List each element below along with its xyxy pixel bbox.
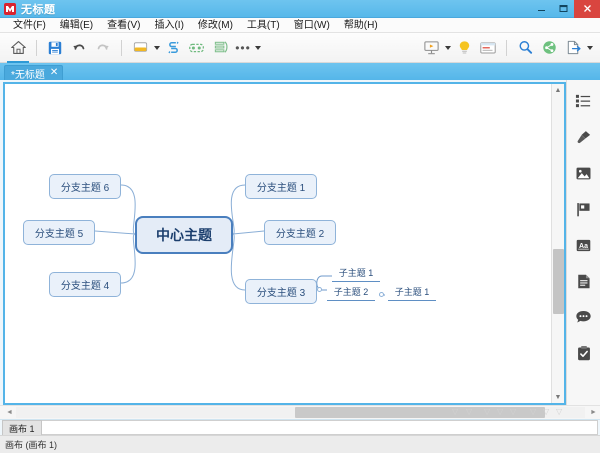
- title-bar: 无标题: [0, 0, 600, 18]
- minimize-button[interactable]: [530, 0, 552, 18]
- document-tab-strip: *无标题 ✕: [0, 63, 600, 81]
- workspace: 中心主题分支主题 1 分支主题 2 分支主题 3 分支主题 4 分支主题 5 分支主题 6…: [0, 80, 600, 405]
- menu-help[interactable]: 帮助(H): [343, 19, 378, 31]
- close-button[interactable]: [574, 0, 600, 18]
- window-controls: [530, 0, 600, 18]
- brush-icon: [575, 129, 592, 146]
- boundary-icon[interactable]: [185, 36, 209, 60]
- vertical-scroll-track[interactable]: [552, 96, 565, 391]
- scroll-glyph: ▽: [466, 407, 473, 416]
- task-checklist-icon: [576, 345, 592, 362]
- panel-format-brush[interactable]: [573, 126, 595, 148]
- comment-icon: [575, 309, 592, 325]
- outline-list-icon: [575, 93, 592, 109]
- close-icon[interactable]: ✕: [49, 67, 59, 78]
- mindmap-branch-topic[interactable]: 分支主题 4: [49, 272, 121, 297]
- toolbar-separator: [121, 39, 122, 56]
- document-icon: [576, 273, 592, 290]
- panel-task[interactable]: [573, 342, 595, 364]
- window-title: 无标题: [21, 3, 56, 16]
- text-format-aa-icon: Aa: [575, 237, 592, 254]
- scroll-right-button[interactable]: ►: [590, 409, 597, 416]
- chevron-down-icon[interactable]: [443, 36, 452, 60]
- mindmap-branch-topic[interactable]: 分支主题 5: [23, 220, 95, 245]
- panel-marker[interactable]: [573, 198, 595, 220]
- scroll-up-button[interactable]: ▲: [554, 86, 562, 94]
- menu-insert[interactable]: 插入(I): [154, 19, 184, 31]
- home-icon[interactable]: [6, 36, 30, 63]
- presentation-icon[interactable]: [419, 36, 443, 60]
- toolbar-separator: [36, 39, 37, 56]
- menu-modify[interactable]: 修改(M): [197, 19, 233, 31]
- callout-icon[interactable]: [209, 36, 233, 60]
- document-tab-label: *无标题: [11, 69, 45, 81]
- mindmap-subtopic[interactable]: 子主题 2: [327, 284, 375, 301]
- mindmap-branch-topic[interactable]: 分支主题 6: [49, 174, 121, 199]
- redo-icon[interactable]: [91, 36, 115, 60]
- document-tab-untitled[interactable]: *无标题 ✕: [4, 65, 64, 81]
- scroll-left-button[interactable]: ◄: [6, 409, 13, 416]
- scroll-glyph: ▽: [497, 407, 504, 416]
- undo-icon[interactable]: [67, 36, 91, 60]
- menu-view[interactable]: 查看(V): [107, 19, 141, 31]
- mindmap-canvas[interactable]: 中心主题分支主题 1 分支主题 2 分支主题 3 分支主题 4 分支主题 5 分支主题 6…: [5, 84, 551, 403]
- menu-bar: 文件(F) 编辑(E) 查看(V) 插入(I) 修改(M) 工具(T) 窗口(W…: [0, 18, 600, 33]
- panel-image[interactable]: [573, 162, 595, 184]
- right-side-panel: Aa: [566, 80, 600, 405]
- topic-collapse-dot[interactable]: [379, 292, 384, 297]
- sheet-tab-canvas1[interactable]: 画布 1: [2, 420, 42, 435]
- topic-fill-icon[interactable]: [128, 36, 152, 60]
- mindmap-branch-topic[interactable]: 分支主题 2: [264, 220, 336, 245]
- toolbar: •••: [0, 33, 600, 63]
- scroll-glyph: ▽: [484, 407, 491, 416]
- mindmap-branch-topic[interactable]: 分支主题 3: [245, 279, 317, 304]
- share-icon[interactable]: [537, 36, 561, 60]
- panel-notes[interactable]: [573, 270, 595, 292]
- sheet-tab-bar: 画布 1: [0, 419, 600, 435]
- mindmap-branch-topic[interactable]: 分支主题 1: [245, 174, 317, 199]
- horizontal-scrollbar[interactable]: ◄ ▽ ▽ ▽ ▽ ▽ ▽ ▽ ▽ ►: [0, 405, 600, 419]
- scroll-glyph: ▽: [543, 407, 550, 416]
- scroll-glyph: ▽: [452, 407, 459, 416]
- chevron-down-icon[interactable]: [585, 36, 594, 60]
- panel-text-format[interactable]: Aa: [573, 234, 595, 256]
- chevron-down-icon[interactable]: [253, 36, 262, 60]
- scroll-glyph: ▽: [530, 407, 537, 416]
- mindmap-subtopic[interactable]: 子主题 1: [332, 265, 380, 282]
- brainstorm-bulb-icon[interactable]: [452, 36, 476, 60]
- flag-marker-icon: [575, 201, 592, 218]
- scroll-down-button[interactable]: ▼: [554, 393, 562, 401]
- app-logo-icon: [4, 2, 16, 15]
- scroll-glyph: ▽: [556, 407, 563, 416]
- svg-text:Aa: Aa: [579, 242, 588, 249]
- panel-comment[interactable]: [573, 306, 595, 328]
- toolbar-separator: [506, 39, 507, 56]
- scroll-glyph: ▽: [510, 407, 517, 416]
- mindmap-subtopic[interactable]: 子主题 1: [388, 284, 436, 301]
- panel-outline[interactable]: [573, 90, 595, 112]
- slide-icon[interactable]: [476, 36, 500, 60]
- horizontal-scroll-track[interactable]: ▽ ▽ ▽ ▽ ▽ ▽ ▽ ▽: [16, 407, 585, 418]
- canvas-vertical-scrollbar[interactable]: ▲ ▼: [551, 84, 564, 403]
- canvas-container: 中心主题分支主题 1 分支主题 2 分支主题 3 分支主题 4 分支主题 5 分支主题 6…: [3, 82, 566, 405]
- horizontal-scroll-thumb[interactable]: [294, 407, 546, 418]
- status-bar: 画布 (画布 1): [0, 435, 600, 453]
- mindmap-center-topic[interactable]: 中心主题: [135, 216, 233, 254]
- chevron-down-icon[interactable]: [152, 36, 161, 60]
- export-icon[interactable]: [561, 36, 585, 60]
- menu-tools[interactable]: 工具(T): [246, 19, 280, 31]
- relationship-icon[interactable]: [161, 36, 185, 60]
- more-tools-icon[interactable]: •••: [235, 40, 251, 55]
- maximize-button[interactable]: [552, 0, 574, 18]
- status-text: 画布 (画布 1): [5, 440, 58, 450]
- menu-file[interactable]: 文件(F): [13, 19, 46, 31]
- search-icon[interactable]: [513, 36, 537, 60]
- save-icon[interactable]: [43, 36, 67, 60]
- menu-edit[interactable]: 编辑(E): [59, 19, 94, 31]
- menu-window[interactable]: 窗口(W): [293, 19, 330, 31]
- topic-collapse-dot[interactable]: [317, 287, 322, 292]
- image-icon: [575, 165, 592, 182]
- vertical-scroll-thumb[interactable]: [552, 249, 564, 315]
- sheet-tab-empty-area[interactable]: [41, 420, 598, 435]
